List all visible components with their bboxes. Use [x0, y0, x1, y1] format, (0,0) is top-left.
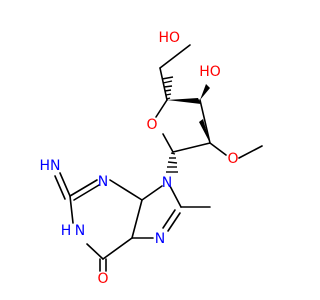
- bond-c3p-c2p: [199, 99, 211, 144]
- label-n3: N: [98, 174, 108, 190]
- bond-n1-c6: [86, 243, 104, 260]
- bond-c6-c5: [102, 237, 133, 260]
- bond-ch2-c4p: [159, 67, 168, 101]
- bond-c2p-o-methoxy: [209, 142, 227, 156]
- label-imino-nh: HN: [40, 158, 61, 174]
- bond-group: [54, 44, 263, 272]
- bond-n9-c4: [141, 185, 163, 201]
- bond-c2-nh-b: [54, 175, 66, 200]
- molecule-canvas: HO HO O O N N N HN N H O: [0, 0, 300, 300]
- bond-c8-n7-a: [162, 209, 176, 229]
- bond-o-ch2: [159, 44, 191, 69]
- label-n7: N: [155, 231, 165, 247]
- label-methoxy-oxygen: O: [227, 151, 238, 167]
- label-hydroxyl-3p: HO: [199, 64, 221, 80]
- bond-n3-c2-b: [73, 184, 100, 201]
- bond-c5-c4: [131, 199, 143, 239]
- bond-c2-nh-a: [59, 172, 71, 197]
- bond-o-ch3: [238, 145, 263, 159]
- label-n1-hydrogen: H: [61, 223, 72, 239]
- wedge-c2p-o: [199, 119, 210, 143]
- bond-c2p-c1p: [172, 142, 211, 153]
- wedge-c3p-oh: [200, 84, 210, 100]
- label-hydroxyl-5p: HO: [158, 30, 180, 46]
- label-carbonyl-oxygen: O: [97, 271, 108, 287]
- diagram-background: [0, 0, 300, 300]
- bond-c8-n7-b: [167, 212, 181, 232]
- wedge-c4p-c3p: [167, 98, 201, 104]
- structure-diagram: HO HO O O N N N HN N H O: [0, 0, 300, 300]
- bond-c4p-o4p: [155, 99, 168, 118]
- label-ring-oxygen: O: [146, 117, 157, 133]
- label-n9: N: [162, 175, 172, 191]
- hash-c4p-c5p: [161, 76, 174, 100]
- bond-n9-c8: [169, 185, 182, 208]
- bond-c2-n1: [69, 195, 74, 224]
- bond-c4-n3: [109, 179, 143, 201]
- bond-n3-c2-a: [69, 179, 98, 197]
- label-n1: N: [75, 223, 85, 239]
- hash-c1p-n9: [166, 152, 178, 173]
- bond-o4p-c1p: [162, 133, 174, 153]
